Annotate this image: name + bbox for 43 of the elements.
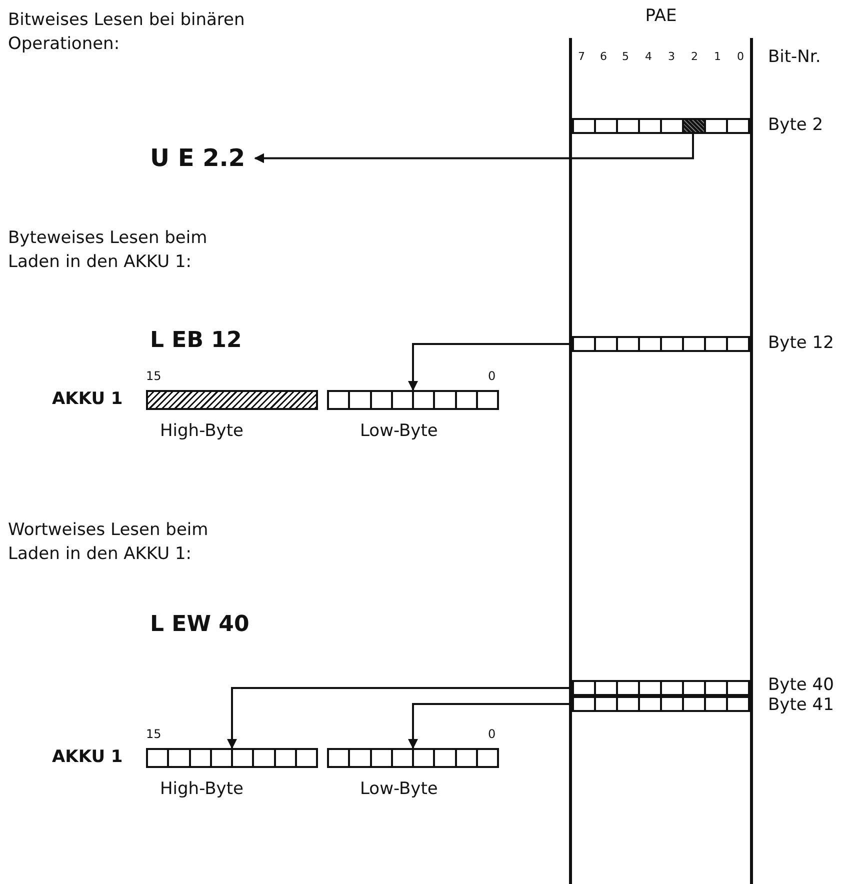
bit-number: 5: [622, 50, 629, 65]
operand-text: L EW 40: [150, 611, 250, 639]
register-label: Byte 12: [768, 332, 834, 355]
register-bar: [146, 748, 318, 768]
column-heading: PAE: [644, 6, 678, 26]
arrow: [408, 703, 572, 749]
bit-number: 6: [600, 50, 607, 65]
pae-column: [569, 6, 753, 884]
section-heading: Bitweises Lesen bei binären Operationen:: [8, 9, 246, 56]
arrow: [227, 687, 572, 749]
bit-index: 15: [146, 368, 162, 384]
register-label: Byte 40: [768, 674, 834, 697]
register-label: Byte 2: [768, 114, 824, 137]
register-label: High-Byte: [160, 420, 244, 443]
arrow: [408, 343, 572, 391]
register-bar: [327, 748, 499, 768]
register-bar: [572, 680, 750, 696]
operand-text: L EB 12: [150, 327, 242, 355]
bit-number: 1: [714, 50, 721, 65]
register-bar: [572, 336, 750, 352]
register-bar: [572, 696, 750, 712]
bit-number: 7: [578, 50, 585, 65]
bit-number: 0: [737, 50, 744, 65]
instruction-text: U E 2.2: [150, 142, 246, 174]
bit-number-heading: Bit-Nr.: [768, 46, 821, 69]
bit-number: 2: [691, 50, 698, 65]
register-label: Byte 41: [768, 694, 834, 717]
arrow: [254, 134, 694, 164]
bit-number: 4: [645, 50, 652, 65]
bit-index: 0: [488, 726, 496, 742]
register-label: High-Byte: [160, 778, 244, 801]
operand-text: AKKU 1: [52, 388, 123, 411]
hatched-register-bar: [146, 390, 318, 410]
register-bar: [327, 390, 499, 410]
register-bar: [572, 118, 750, 134]
section-heading: Wortweises Lesen beim Laden in den AKKU 1:: [8, 519, 210, 566]
section-heading: Byteweises Lesen beim Laden in den AKKU 1:: [8, 227, 208, 274]
register-label: Low-Byte: [360, 420, 438, 443]
register-label: Low-Byte: [360, 778, 438, 801]
bit-index: 0: [488, 368, 496, 384]
bit-number: 3: [668, 50, 675, 65]
operand-text: AKKU 1: [52, 746, 123, 769]
bit-index: 15: [146, 726, 162, 742]
